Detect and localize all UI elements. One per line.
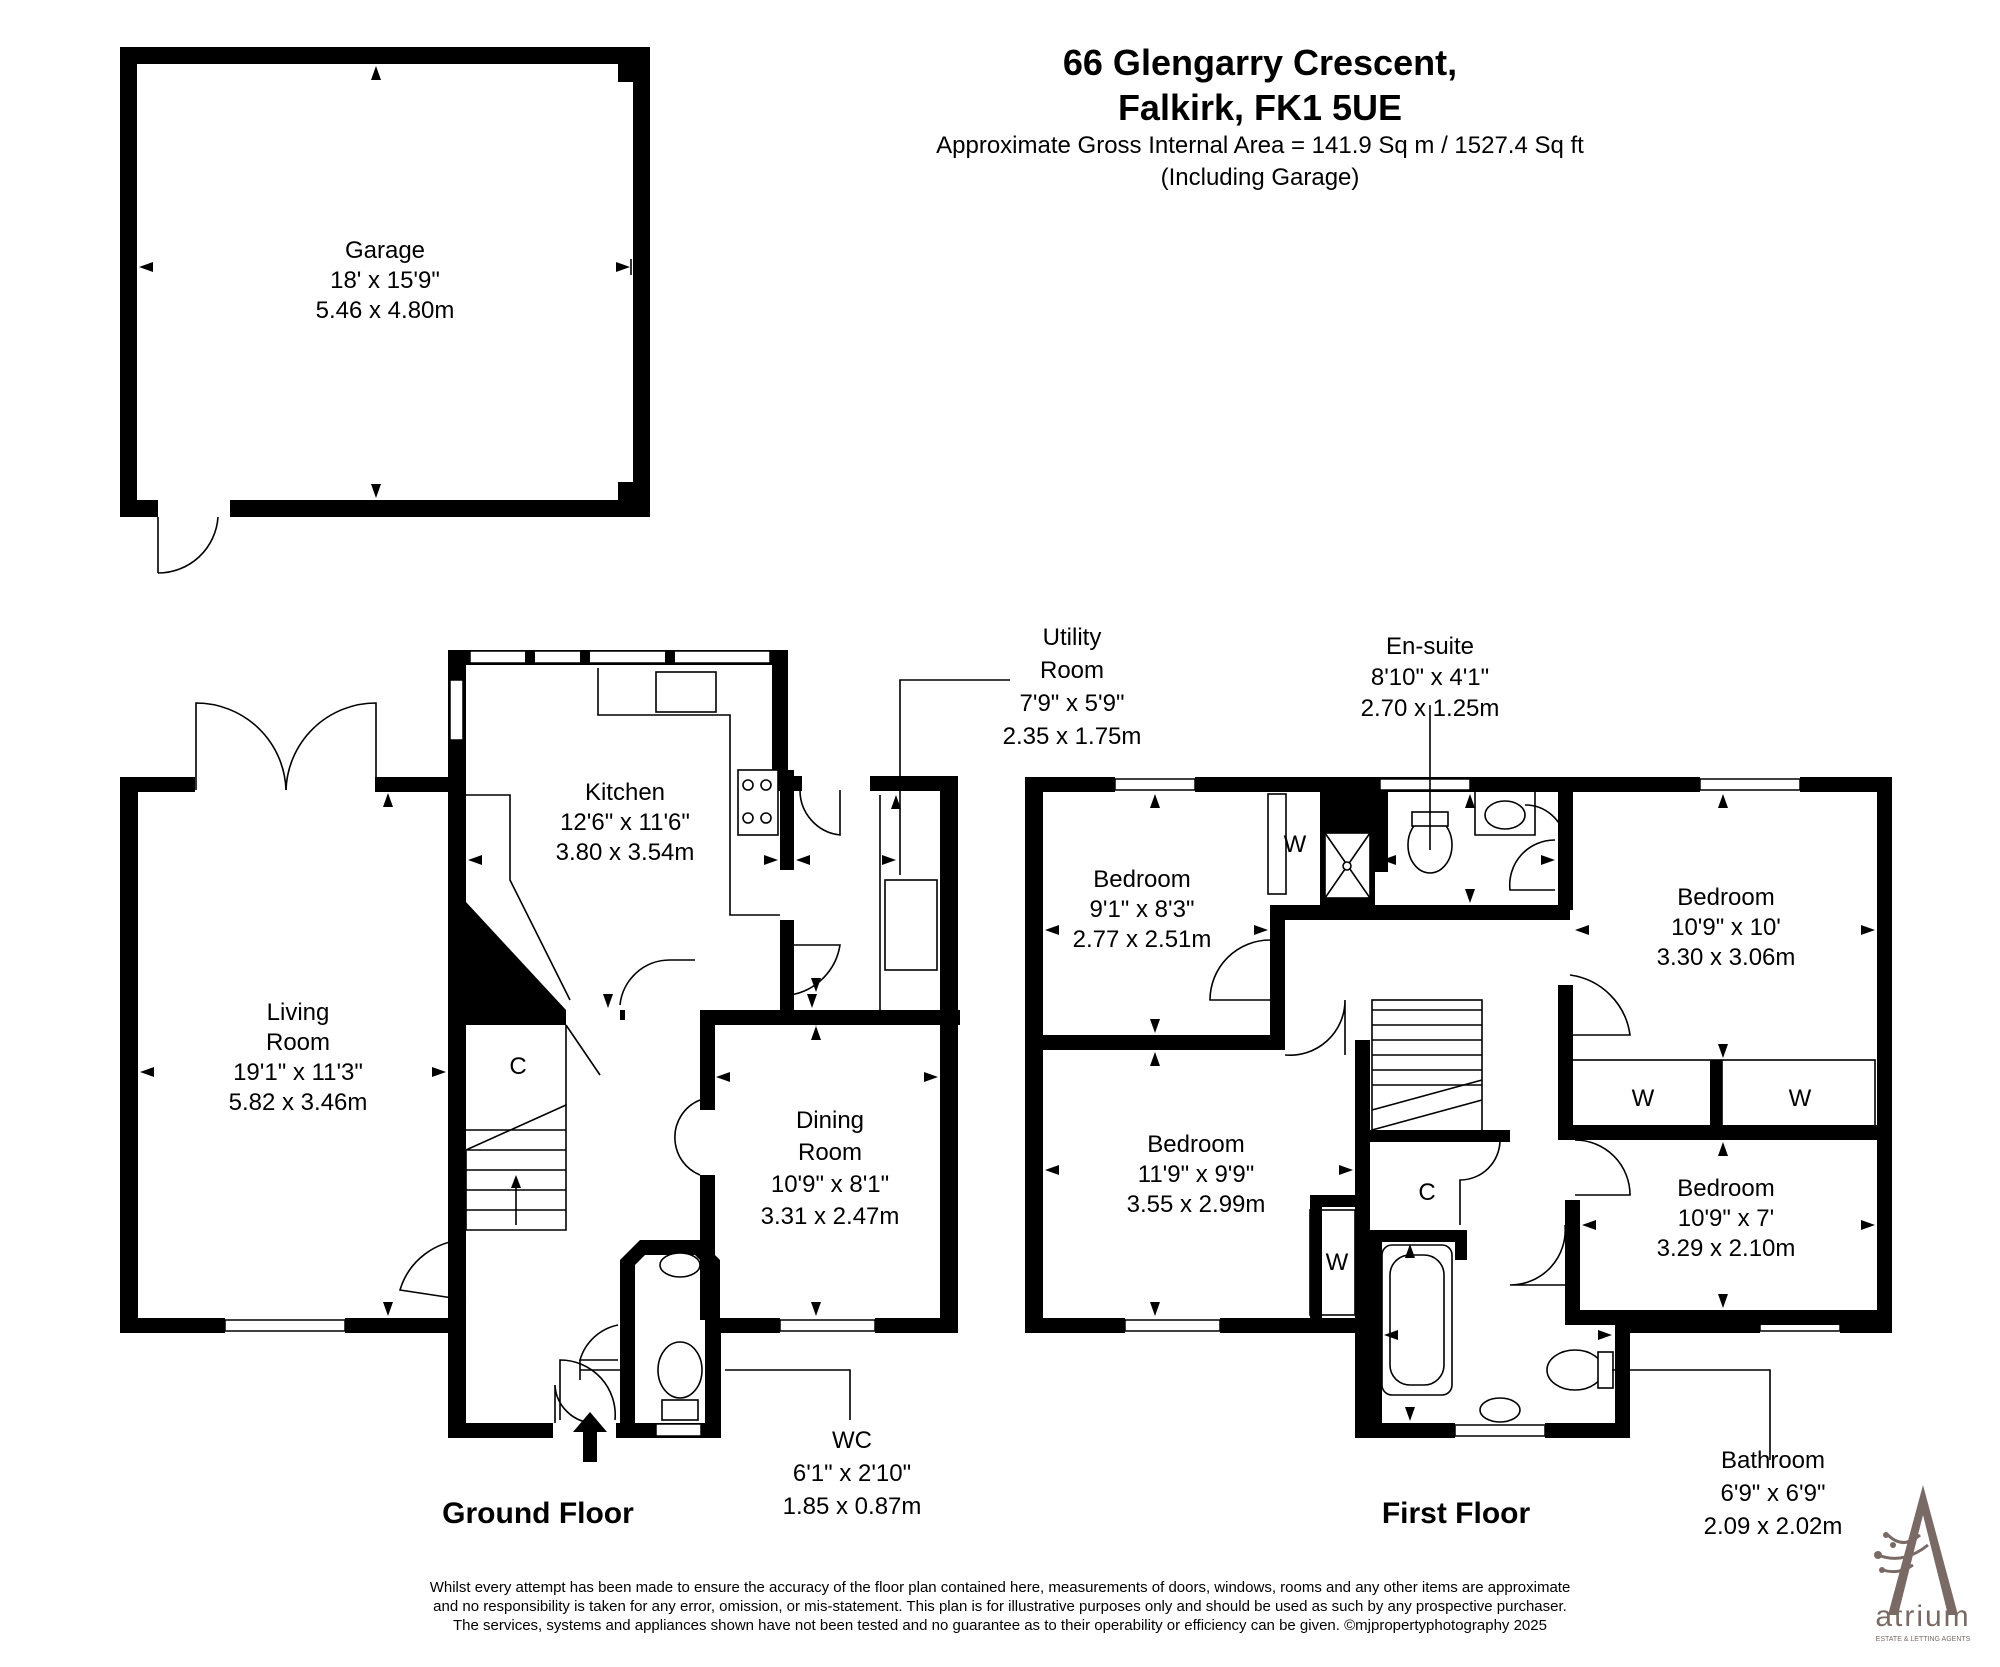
wc-metric: 1.85 x 0.87m — [783, 1493, 922, 1520]
wardrobe-mark-4: W — [1326, 1249, 1349, 1276]
bathroom-leader-line — [1612, 1369, 1771, 1460]
ensuite-metric: 2.70 x 1.25m — [1361, 695, 1500, 722]
bedroom-1-imperial: 9'1" x 8'3" — [1090, 896, 1195, 923]
bathroom-label: Bathroom — [1721, 1447, 1825, 1474]
bedroom-4-imperial: 10'9" x 7' — [1678, 1205, 1774, 1232]
bedroom-3-imperial: 11'9" x 9'9" — [1138, 1161, 1255, 1188]
bedroom-2-imperial: 10'9" x 10' — [1671, 914, 1781, 941]
entrance-arrow-icon — [573, 1412, 607, 1462]
area-note: (Including Garage) — [1160, 164, 1360, 191]
logo-tagline: ESTATE & LETTING AGENTS — [1875, 1636, 1971, 1643]
living-room-label-1: Living — [267, 999, 330, 1026]
address-line-2: Falkirk, FK1 5UE — [1117, 87, 1403, 128]
address-line-1: 66 Glengarry Crescent, — [1062, 42, 1458, 83]
kitchen-imperial: 12'6" x 11'6" — [560, 809, 690, 836]
bedroom-4-label: Bedroom — [1677, 1175, 1774, 1202]
bathroom-metric: 2.09 x 2.02m — [1704, 1513, 1843, 1540]
garage-imperial: 18' x 15'9" — [330, 267, 440, 294]
disclaimer: Whilst every attempt has been made to en… — [300, 1578, 1700, 1635]
garage-label: Garage — [345, 237, 425, 264]
ensuite-label: En-suite — [1386, 633, 1474, 660]
utility-label-2: Room — [1040, 657, 1104, 684]
wc-label: WC — [832, 1427, 872, 1454]
bedroom-1-label: Bedroom — [1093, 866, 1190, 893]
gross-internal-area: Approximate Gross Internal Area = 141.9 … — [936, 132, 1584, 159]
living-room-imperial: 19'1" x 11'3" — [233, 1059, 363, 1086]
dining-label-1: Dining — [796, 1107, 864, 1134]
plan-header: 66 Glengarry Crescent, Falkirk, FK1 5UE … — [860, 40, 1660, 194]
utility-metric: 2.35 x 1.75m — [1003, 723, 1142, 750]
ensuite-basin — [1484, 800, 1526, 830]
kitchen-label: Kitchen — [585, 779, 665, 806]
wardrobe-mark-1: W — [1284, 831, 1307, 858]
first-cupboard-mark: C — [1418, 1179, 1435, 1206]
wardrobe-mark-3: W — [1789, 1085, 1812, 1112]
ground-floor-plan: C — [120, 624, 1141, 1530]
wc-basin — [659, 1252, 701, 1278]
utility-sink — [884, 879, 938, 971]
dining-imperial: 10'9" x 8'1" — [771, 1171, 889, 1198]
utility-imperial: 7'9" x 5'9" — [1020, 690, 1125, 717]
bedroom-3-label: Bedroom — [1147, 1131, 1244, 1158]
disclaimer-line-2: and no responsibility is taken for any e… — [433, 1598, 1567, 1615]
kitchen-sink — [655, 671, 717, 713]
letter-a-with-tree-icon — [1874, 1485, 1958, 1615]
garage-metric: 5.46 x 4.80m — [316, 297, 455, 324]
bedroom-1-metric: 2.77 x 2.51m — [1073, 926, 1212, 953]
bathroom-basin — [1479, 1397, 1521, 1423]
disclaimer-line-1: Whilst every attempt has been made to en… — [429, 1579, 1571, 1596]
kitchen-window — [469, 650, 771, 664]
disclaimer-line-3: The services, systems and appliances sho… — [453, 1617, 1547, 1634]
hob — [737, 769, 779, 836]
first-floor-plan: W W W W C — [1025, 633, 1892, 1540]
wardrobe-mark-2: W — [1632, 1085, 1655, 1112]
living-room-label-2: Room — [266, 1029, 330, 1056]
bedroom-4-metric: 3.29 x 2.10m — [1657, 1235, 1796, 1262]
ground-cupboard-mark: C — [509, 1053, 526, 1080]
utility-label-1: Utility — [1043, 624, 1102, 651]
ground-floor-title: Ground Floor — [442, 1497, 634, 1530]
garage-plan: Garage 18' x 15'9" 5.46 x 4.80m — [120, 47, 650, 574]
ensuite-imperial: 8'10" x 4'1" — [1371, 664, 1489, 691]
utility-leader-line — [899, 679, 1010, 875]
wc-imperial: 6'1" x 2'10" — [793, 1460, 911, 1487]
living-room-metric: 5.82 x 3.46m — [229, 1089, 368, 1116]
bathroom-toilet — [1546, 1349, 1604, 1391]
wc-leader-line — [725, 1369, 851, 1420]
first-floor-title: First Floor — [1382, 1497, 1531, 1530]
kitchen-metric: 3.80 x 3.54m — [556, 839, 695, 866]
bedroom-2-label: Bedroom — [1677, 884, 1774, 911]
dining-metric: 3.31 x 2.47m — [761, 1203, 900, 1230]
bathroom-imperial: 6'9" x 6'9" — [1721, 1480, 1826, 1507]
bedroom-2-metric: 3.30 x 3.06m — [1657, 944, 1796, 971]
dining-label-2: Room — [798, 1139, 862, 1166]
wc-toilet — [657, 1341, 703, 1399]
bedroom-3-metric: 3.55 x 2.99m — [1127, 1191, 1266, 1218]
logo-name: atrium — [1875, 1600, 1971, 1633]
